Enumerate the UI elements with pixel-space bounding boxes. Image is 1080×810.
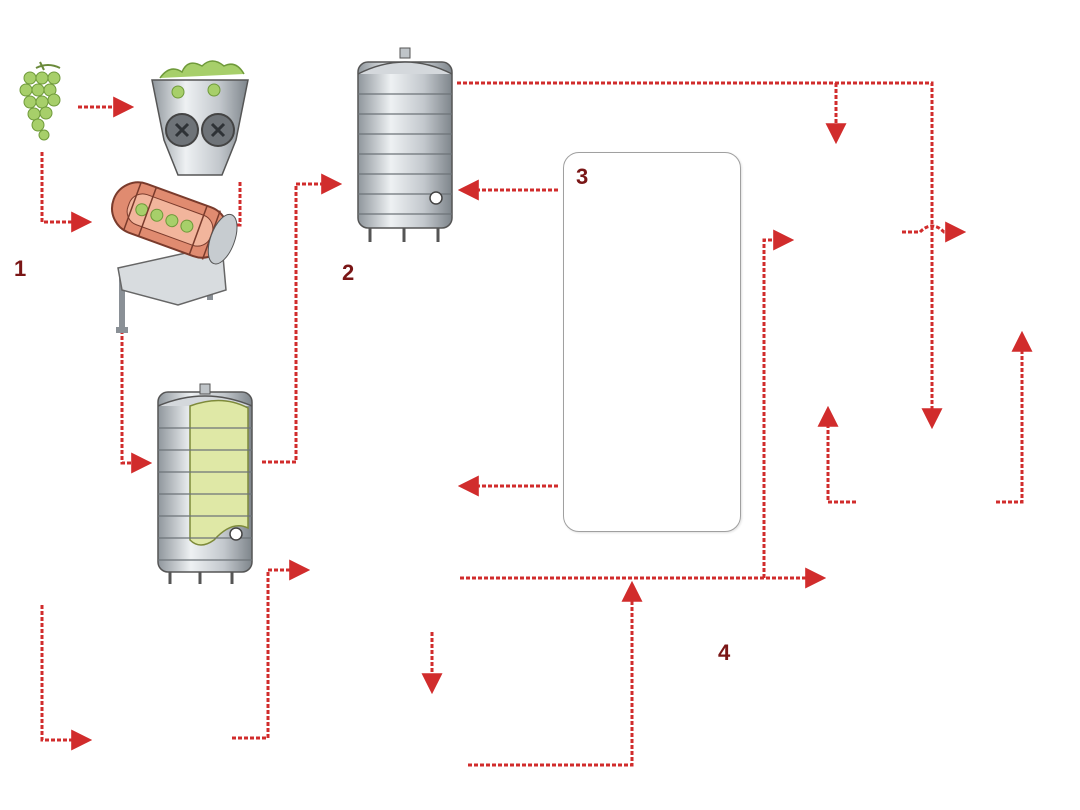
step-label-2: 2: [342, 260, 355, 285]
arrow-storage-tank-top-line: [457, 81, 943, 430]
step-label-4: 4: [718, 640, 731, 665]
arrow-main-line-to-finishing-tank: [762, 229, 795, 578]
arrow-settling-to-storage-tank: [262, 173, 343, 464]
step-label-1: 1: [14, 256, 27, 281]
arrow-grapes-to-press: [40, 152, 93, 233]
arrow-barrels-to-bottling: [996, 330, 1033, 504]
arrow-barrels-to-finishing-tank: [817, 405, 856, 504]
arrow-crusher-to-fermentation-tank: [232, 559, 311, 740]
pneumatic-press-icon: [111, 181, 238, 333]
crusher-destemmer-icon: [151, 60, 249, 176]
arrow-finishing-tank-to-bottling: [902, 221, 967, 243]
arrow-press-to-main-line: [468, 580, 643, 767]
empty-process-panel: [563, 152, 741, 532]
settling-tank-icon: [157, 383, 253, 584]
flow-arrows: [40, 81, 1033, 767]
arrow-press-to-settling-tank: [120, 312, 153, 474]
step-label-3: 3: [576, 164, 589, 189]
arrow-red-grapes-to-crusher: [40, 605, 93, 751]
white-grapes-icon: [19, 61, 61, 141]
storage-tank-icon: [357, 47, 453, 242]
